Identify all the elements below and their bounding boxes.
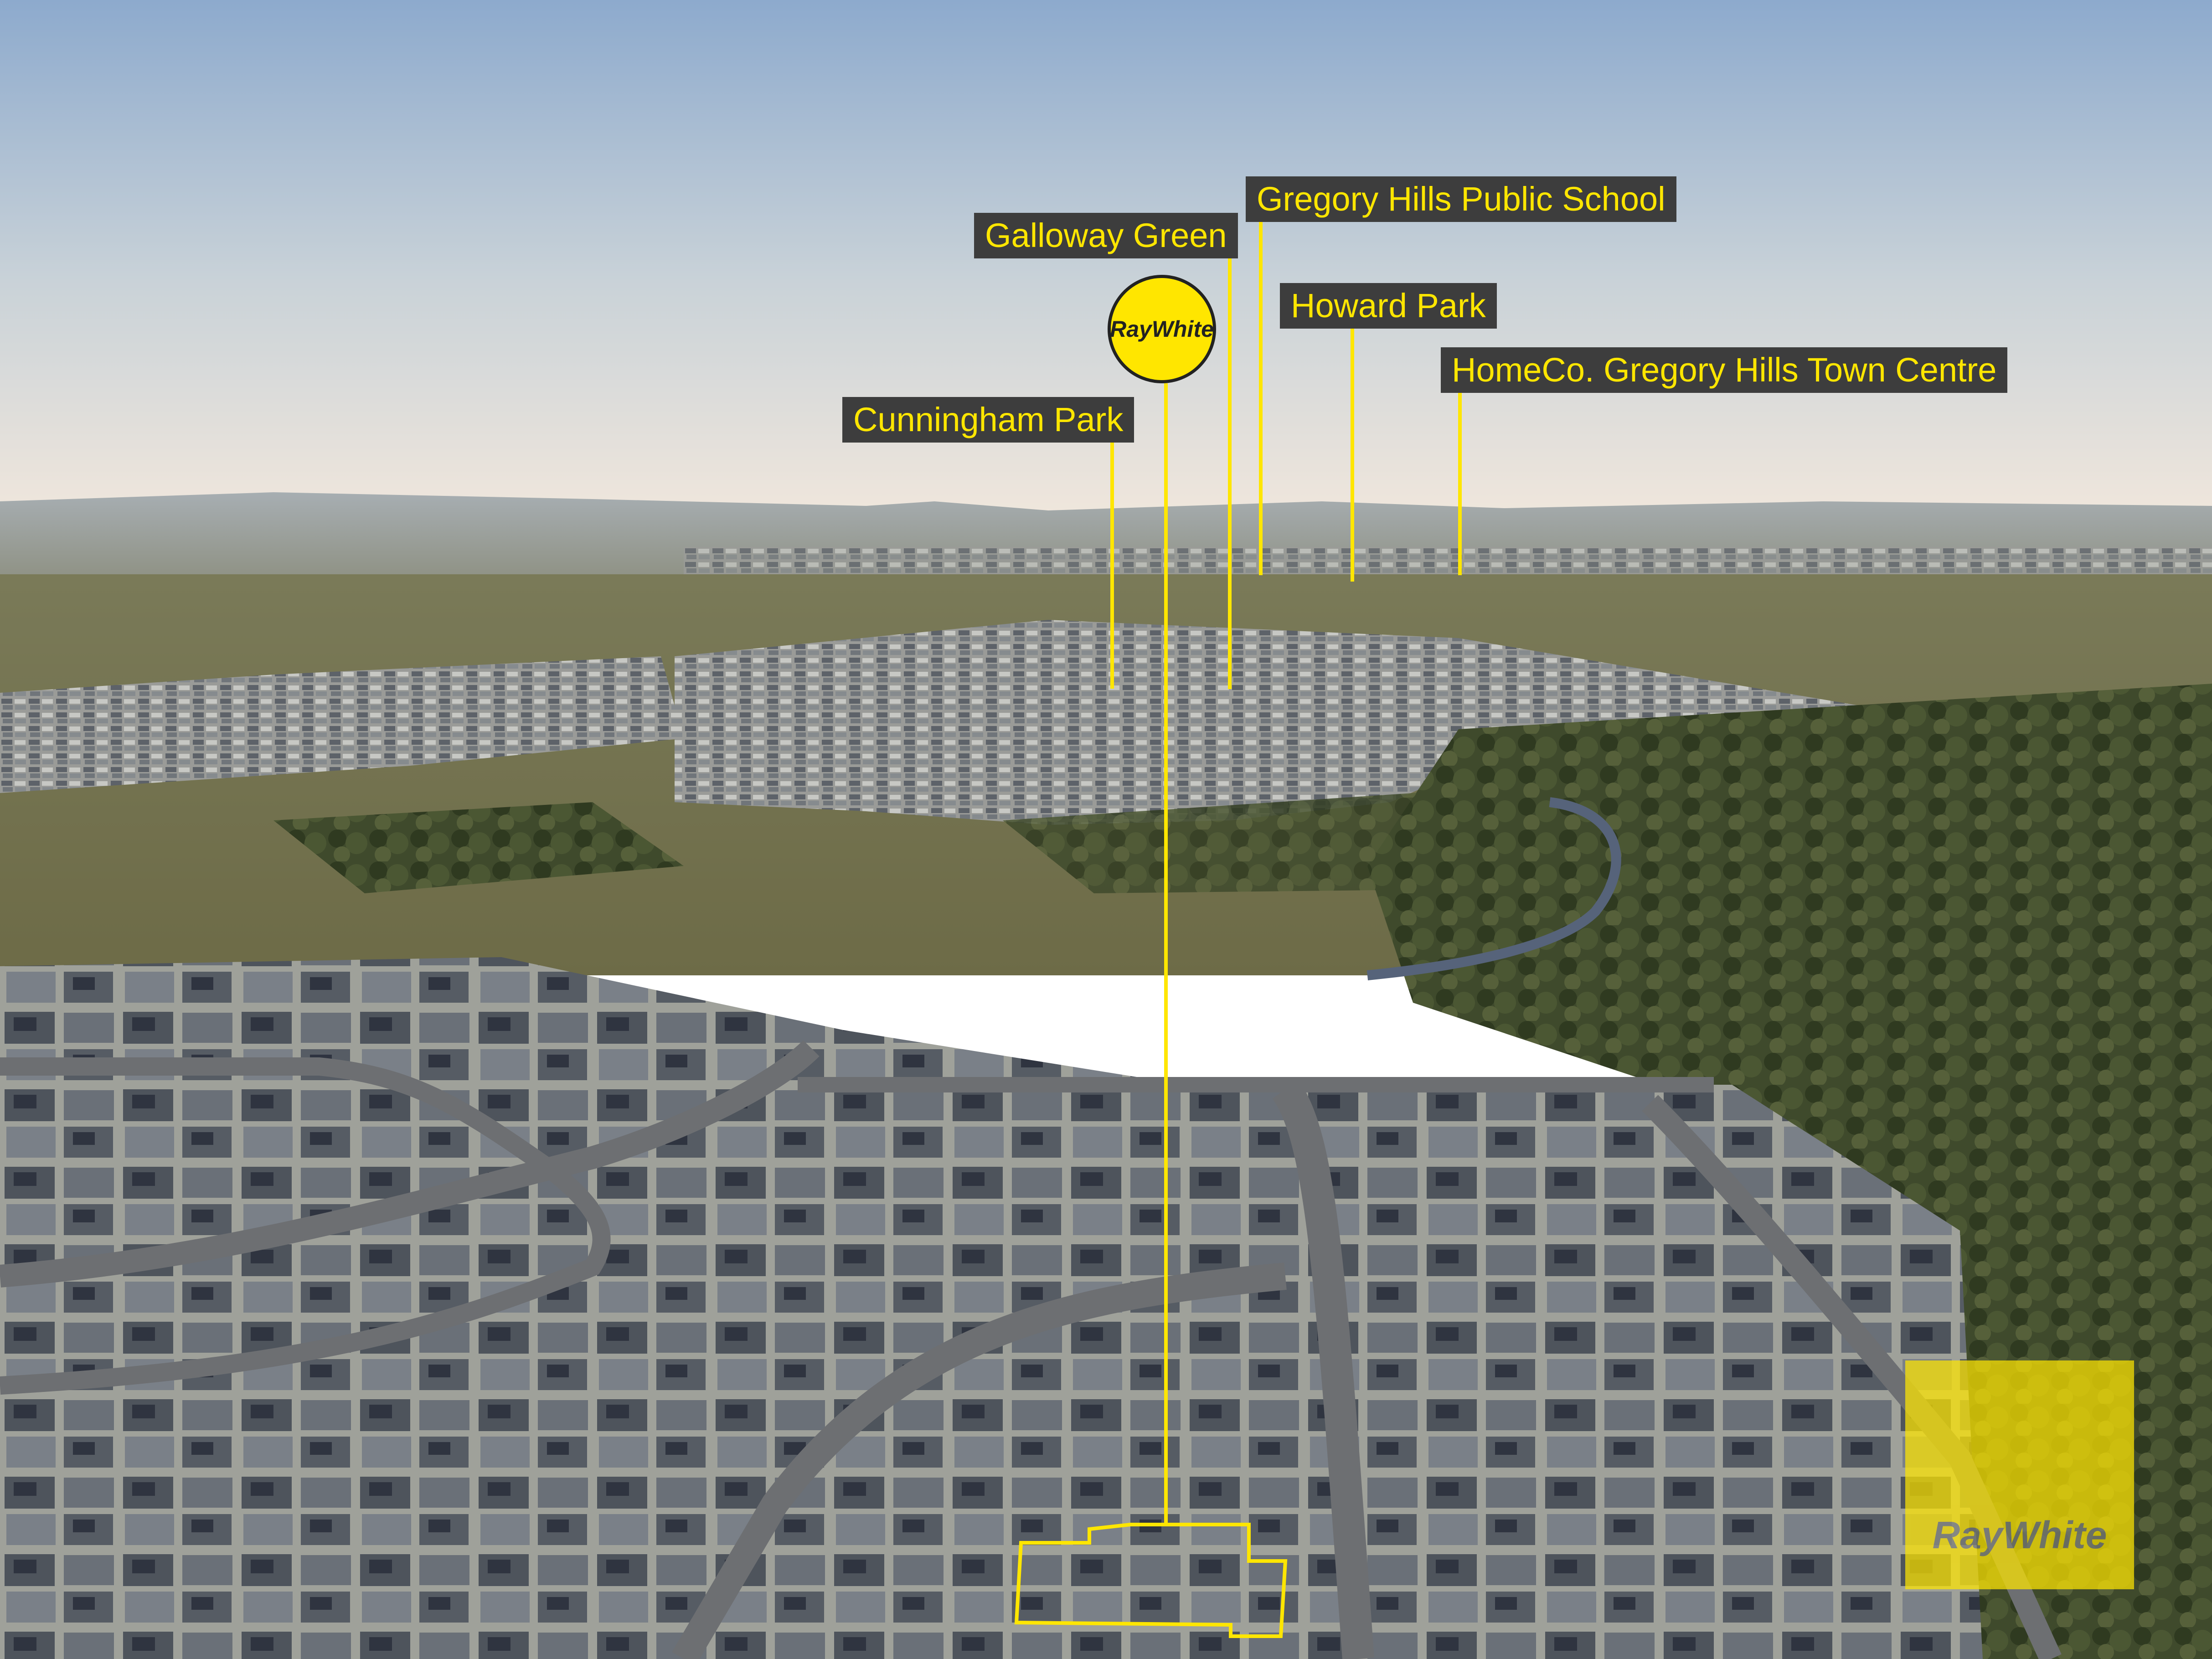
leader-cunningham-park (1110, 443, 1114, 689)
leader-homeco-town-centre (1458, 393, 1462, 575)
label-cunningham-park: Cunningham Park (842, 397, 1134, 443)
label-gregory-hills-public-school: Gregory Hills Public School (1246, 176, 1676, 222)
leader-galloway-green (1228, 258, 1232, 689)
raywhite-watermark-icon: RayWhite (1905, 1360, 2134, 1589)
label-galloway-green: Galloway Green (974, 213, 1238, 258)
leader-howard-park (1351, 329, 1354, 582)
leader-gregory-hills-public-school (1259, 222, 1263, 575)
raywhite-logo-icon: RayWhite (1108, 275, 1216, 383)
label-homeco-town-centre: HomeCo. Gregory Hills Town Centre (1441, 347, 2008, 393)
label-howard-park: Howard Park (1280, 283, 1497, 329)
